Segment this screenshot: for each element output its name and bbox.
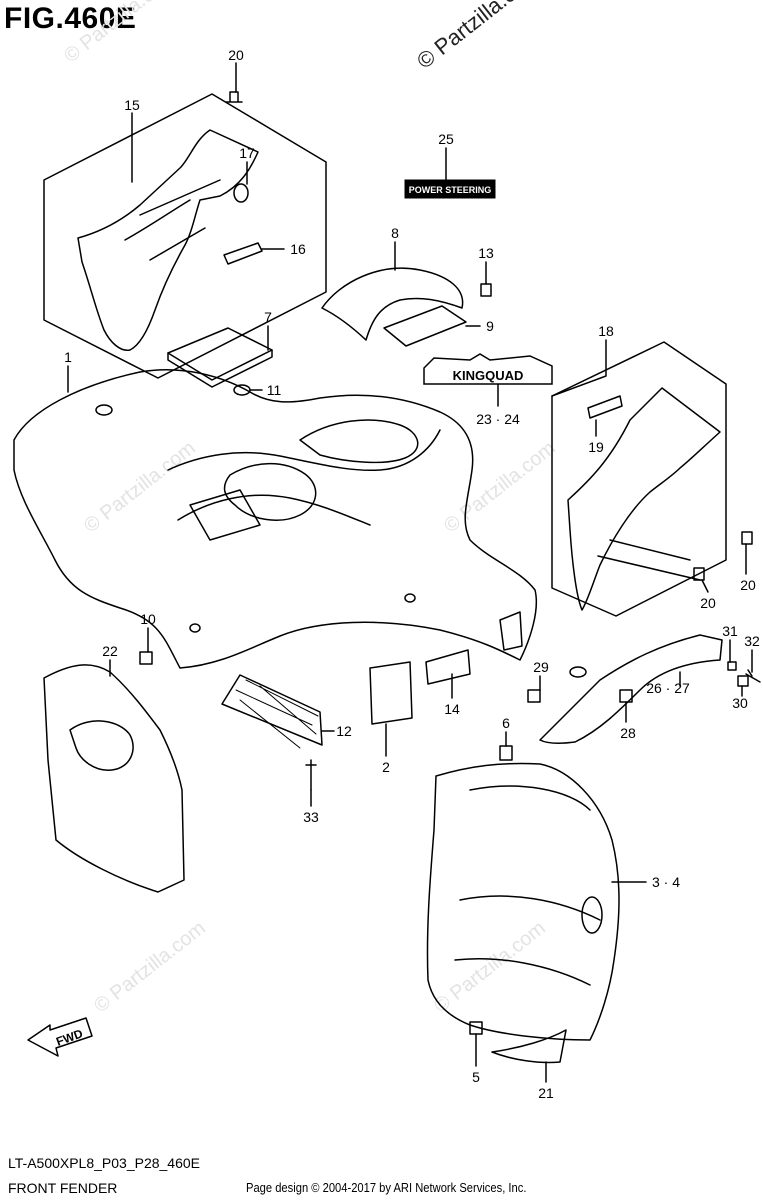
grille-12-mesh (235, 679, 319, 749)
copyright-notice: Page design © 2004-2017 by ARI Network S… (246, 1180, 527, 1195)
decal-kingquad-text: KINGQUAD (453, 368, 524, 383)
grille-12 (221, 674, 323, 746)
callout-11: 11 (267, 382, 282, 398)
callout-9: 9 (486, 318, 494, 334)
callout-8: 8 (391, 225, 399, 241)
callout-16: 16 (290, 241, 306, 257)
front-fender-1 (13, 369, 538, 669)
callout-20: 20 (740, 577, 756, 593)
callout-30: 30 (732, 695, 748, 711)
diagram-code: LT-A500XPL8_P03_P28_460E (8, 1155, 201, 1171)
front-fender-1-opening2 (299, 419, 419, 464)
mud-guard-hole (581, 896, 603, 934)
callout-3-4: 3 · 4 (652, 874, 680, 890)
callout-5: 5 (472, 1069, 480, 1085)
screw-29 (527, 689, 541, 703)
callout-13: 13 (478, 245, 494, 261)
bolt-5 (469, 1021, 483, 1035)
panel-22 (43, 664, 185, 893)
leader-20-bottom (701, 579, 709, 593)
figure-title: FIG.460E (4, 2, 137, 35)
rubber-17 (233, 183, 249, 203)
callout-25: 25 (438, 131, 454, 147)
callout-10: 10 (140, 611, 156, 627)
screw-13 (480, 283, 492, 297)
decal-power-steering-text: POWER STEERING (409, 185, 492, 195)
cover-8 (321, 267, 464, 341)
side-panel-15-detail (124, 179, 221, 261)
callout-1: 1 (64, 349, 72, 365)
callout-22: 22 (102, 643, 118, 659)
callout-19: 19 (588, 439, 604, 455)
bolt-20-top (225, 91, 243, 103)
fender-hole (404, 593, 416, 603)
fwd-arrow-icon (27, 1017, 93, 1057)
pad-21 (491, 1029, 567, 1064)
callout-15: 15 (124, 97, 140, 113)
nut-30 (737, 675, 749, 687)
front-fender-1-ridge2 (177, 494, 371, 526)
pad-14 (425, 649, 471, 685)
leader-18 (551, 339, 607, 397)
pad-19 (587, 395, 623, 419)
fender-bracket (499, 611, 523, 651)
bracket-26-27 (539, 634, 723, 745)
pad-2 (369, 661, 413, 725)
diagram-name: FRONT FENDER (8, 1180, 118, 1196)
callout-26-27: 26 · 27 (646, 680, 690, 696)
callout-12: 12 (336, 723, 352, 739)
mud-guard-3-4 (426, 762, 620, 1041)
group-box-18 (551, 341, 727, 617)
callout-20: 20 (700, 595, 716, 611)
callout-23-24: 23 · 24 (476, 411, 520, 427)
pad-9 (383, 305, 467, 347)
bolt-28 (619, 689, 633, 703)
callout-31: 31 (722, 623, 738, 639)
callout-18: 18 (598, 323, 614, 339)
cover-7 (167, 327, 273, 381)
front-fender-1-opening (223, 462, 317, 521)
bracket-hole (569, 666, 587, 678)
side-panel-18 (567, 387, 721, 611)
fwd-label: FWD (54, 1026, 85, 1049)
callout-21: 21 (538, 1085, 554, 1101)
callout-14: 14 (444, 701, 460, 717)
screw-33 (305, 759, 317, 791)
front-fender-1-ridge (167, 429, 441, 472)
pad-16 (223, 242, 263, 265)
bolt-20-right (741, 531, 753, 545)
side-panel-15 (77, 129, 259, 351)
group-box-15 (43, 93, 327, 379)
callout-6: 6 (502, 715, 510, 731)
callout-33: 33 (303, 809, 319, 825)
cover-7-edge (167, 349, 273, 388)
clip-6 (499, 745, 513, 761)
front-fender-1-recess (189, 489, 261, 541)
mud-guard-detail (454, 785, 601, 986)
washer-31 (727, 661, 737, 671)
bolt-20-bottom (693, 567, 705, 581)
callout-17: 17 (239, 145, 255, 161)
bolt-10 (139, 651, 153, 665)
fender-hole (95, 404, 113, 416)
decal-kingquad: KINGQUAD (423, 353, 553, 385)
callout-7: 7 (264, 309, 272, 325)
decal-power-steering: POWER STEERING (404, 179, 496, 199)
panel-22-opening (69, 720, 134, 771)
callout-29: 29 (533, 659, 549, 675)
callout-32: 32 (744, 633, 760, 649)
callout-20: 20 (228, 47, 244, 63)
fender-hole (189, 623, 201, 633)
side-panel-18-detail (597, 539, 701, 581)
callout-2: 2 (382, 759, 390, 775)
callout-28: 28 (620, 725, 636, 741)
